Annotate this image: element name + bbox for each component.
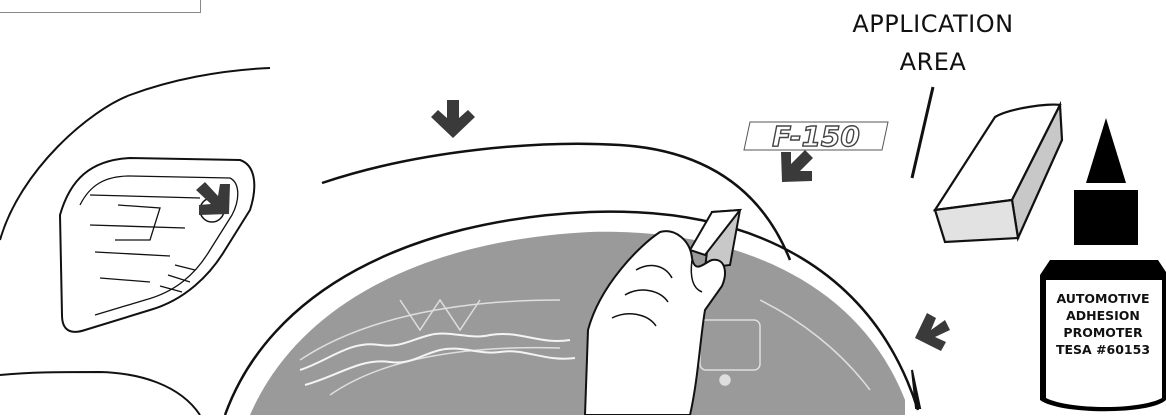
bottle-label-line: TESA #60153 <box>1043 341 1163 358</box>
wheel-well <box>250 232 905 415</box>
bottle-tip <box>1086 118 1126 183</box>
adhesion-promoter-bottle <box>1040 118 1166 411</box>
bottle-label-text: AUTOMOTIVE ADHESION PROMOTER TESA #60153 <box>1043 290 1163 358</box>
application-area-label-line2: AREA <box>868 50 998 74</box>
bottle-label-line: ADHESION <box>1043 307 1163 324</box>
bottle-label-line: AUTOMOTIVE <box>1043 290 1163 307</box>
leader-line-bottom <box>912 370 920 408</box>
arrow-down-right-icon <box>196 182 230 215</box>
arrow-down-icon <box>431 100 475 138</box>
application-area-label-line1: APPLICATION <box>838 12 1028 36</box>
bottle-label-line: PROMOTER <box>1043 324 1163 341</box>
arrow-left-icon <box>915 313 950 351</box>
f150-badge: F-150 <box>744 120 888 153</box>
applicator-pad <box>935 105 1062 242</box>
bottle-cap <box>1074 190 1138 245</box>
leader-line-top <box>912 87 933 178</box>
arrow-down-left-icon <box>781 150 813 182</box>
body-contour <box>0 68 270 240</box>
body-lower-contour <box>0 372 200 415</box>
badge-text: F-150 <box>772 120 860 153</box>
corner-frame <box>0 0 201 13</box>
